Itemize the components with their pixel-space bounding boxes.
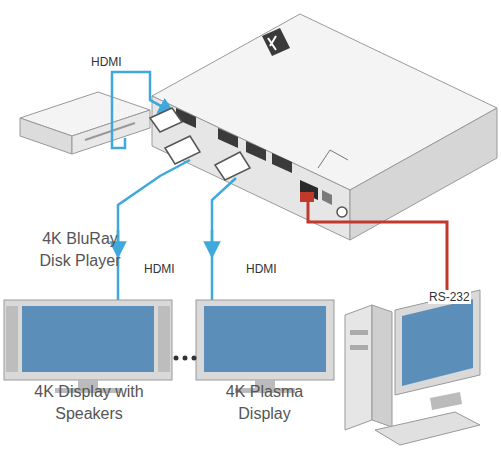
computer xyxy=(345,290,480,445)
signal-label: RS-232 xyxy=(428,290,471,304)
device-caption: 4K BluRay Disk Player xyxy=(30,228,130,272)
display-speakers xyxy=(4,300,172,393)
hdmi-cables xyxy=(112,72,236,300)
device-caption-box: 4K BluRay Disk Player xyxy=(10,95,150,272)
device-caption-box: 4K Display with Speakers xyxy=(0,300,178,425)
signal-label: HDMI xyxy=(245,262,278,276)
splitter-device xyxy=(152,14,497,240)
signal-label: HDMI xyxy=(90,55,123,69)
plasma-display xyxy=(196,300,334,393)
device-caption-box: 4K Plasma Display xyxy=(192,300,337,425)
ellipsis-dots xyxy=(174,356,197,361)
hdmi-plugs xyxy=(150,108,250,180)
device-caption: 4K Plasma Display xyxy=(210,381,320,425)
signal-label: HDMI xyxy=(143,262,176,276)
rs232-plug xyxy=(300,192,314,202)
device-caption: 4K Display with Speakers xyxy=(22,381,157,425)
bluray-player xyxy=(20,92,150,154)
